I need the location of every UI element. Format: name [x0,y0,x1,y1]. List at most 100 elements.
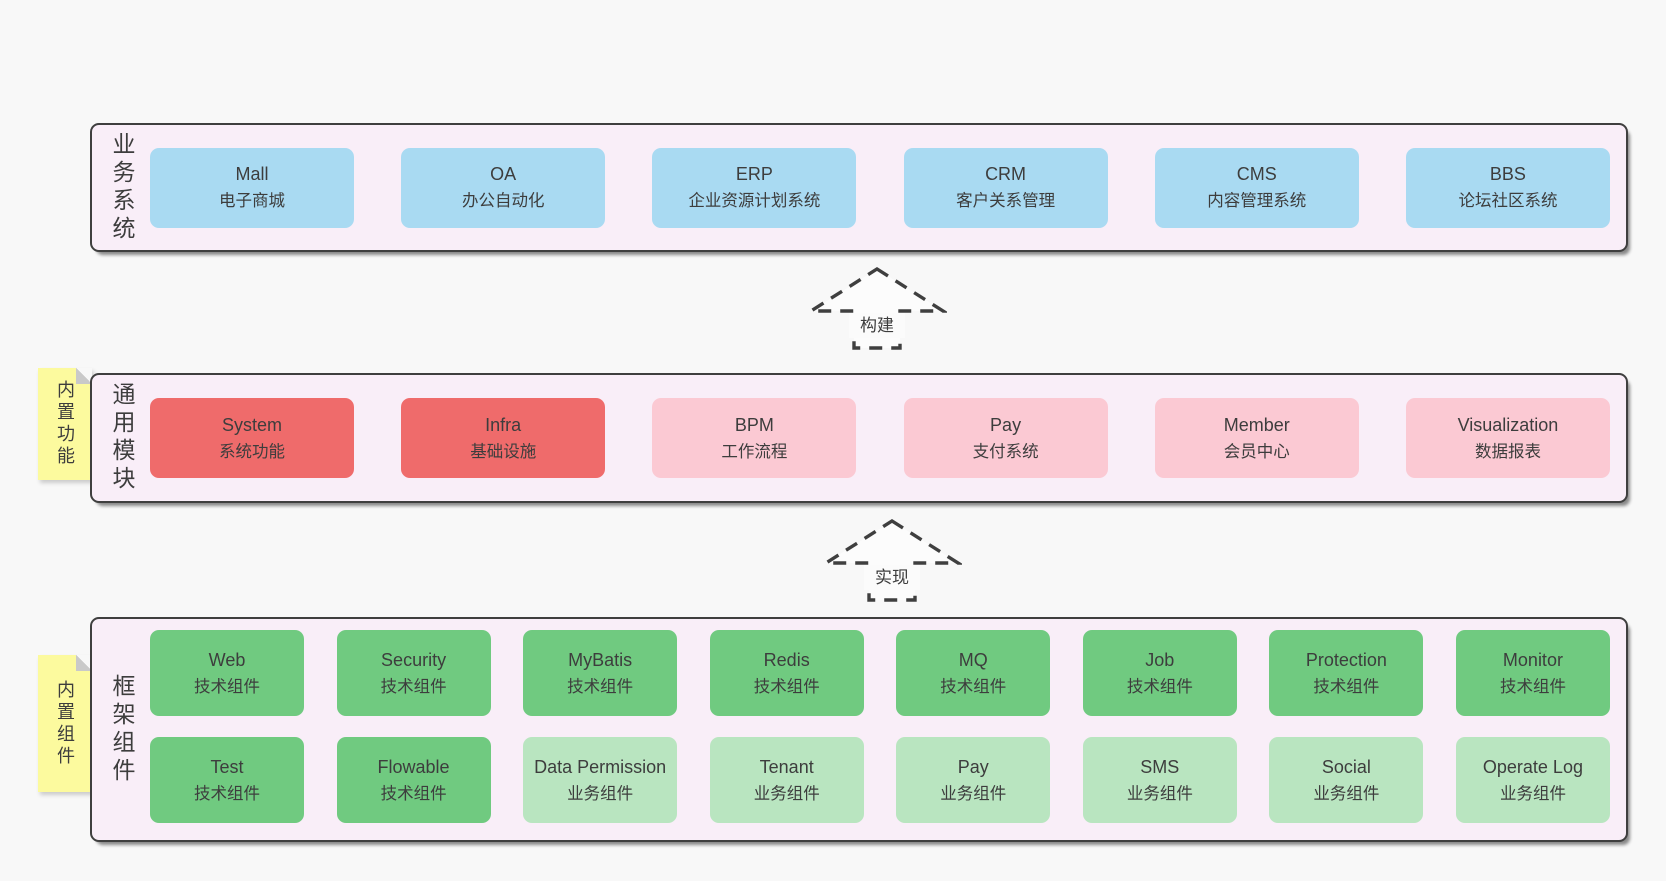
box-erp: ERP 企业资源计划系统 [652,147,857,228]
box-redis-name: Redis [763,649,810,670]
box-system: System 系统功能 [150,398,354,478]
box-operate-log-desc: 业务组件 [1499,784,1566,803]
box-member-desc: 会员中心 [1223,442,1290,461]
business-systems-panel: 业务系统 Mall 电子商城 OA 办公自动化 ERP 企业资源计划系统 CRM… [90,123,1628,252]
business-systems-row: Mall 电子商城 OA 办公自动化 ERP 企业资源计划系统 CRM 客户关系… [150,125,1610,250]
box-system-name: System [221,414,282,435]
box-mq: MQ 技术组件 [896,630,1051,716]
box-cms-desc: 内容管理系统 [1207,192,1307,210]
box-security-name: Security [381,649,447,670]
common-modules-panel: 通用模块 System 系统功能 Infra 基础设施 BPM 工作流程 Pay… [90,373,1628,503]
box-system-desc: 系统功能 [219,442,285,461]
box-bbs-name: BBS [1489,164,1526,184]
dashed-up-arrow-icon: 构建 [805,266,949,350]
implement-arrow-label: 实现 [875,568,909,587]
box-pay-component: Pay 业务组件 [896,737,1051,823]
box-oa: OA 办公自动化 [401,147,606,228]
box-infra: Infra 基础设施 [401,398,606,478]
box-pay-module-desc: 支付系统 [972,442,1039,461]
builtin-components-sticky: 内置组件 [38,655,92,792]
box-flowable-desc: 技术组件 [380,784,447,803]
box-visualization-name: Visualization [1457,414,1559,435]
box-visualization-desc: 数据报表 [1474,442,1541,461]
box-job-desc: 技术组件 [1126,677,1193,696]
build-arrow: 构建 [805,264,949,352]
box-mq-name: MQ [958,649,988,670]
box-test-desc: 技术组件 [194,784,260,803]
folded-corner-icon [76,368,92,384]
business-systems-label: 业务系统 [109,131,135,244]
box-mall: Mall 电子商城 [150,147,354,228]
box-member-name: Member [1223,414,1290,435]
box-erp-name: ERP [735,164,773,184]
box-cms: CMS 内容管理系统 [1154,147,1359,228]
box-protection-name: Protection [1305,649,1387,670]
framework-components-panel: 框架组件 Web 技术组件 Security 技术组件 MyBatis 技术组件… [90,617,1628,842]
box-member: Member 会员中心 [1154,398,1359,478]
framework-components-label: 框架组件 [109,673,135,786]
box-pay-module: Pay 支付系统 [903,398,1108,478]
box-mall-desc: 电子商城 [219,192,285,210]
box-bbs-desc: 论坛社区系统 [1458,192,1558,210]
box-operate-log-name: Operate Log [1482,756,1583,777]
folded-corner-icon [76,655,92,671]
box-bpm: BPM 工作流程 [652,398,857,478]
box-tenant: Tenant 业务组件 [709,737,864,823]
box-cms-name: CMS [1236,164,1277,184]
box-mybatis: MyBatis 技术组件 [523,630,678,716]
box-data-permission-name: Data Permission [534,756,667,777]
box-redis: Redis 技术组件 [709,630,864,716]
box-social-desc: 业务组件 [1313,784,1380,803]
framework-components-rows: Web 技术组件 Security 技术组件 MyBatis 技术组件 Redi… [150,630,1610,823]
box-sms: SMS 业务组件 [1082,737,1237,823]
builtin-components-label: 内置组件 [55,679,75,768]
box-protection-desc: 技术组件 [1313,677,1380,696]
box-flowable: Flowable 技术组件 [336,737,491,823]
box-job: Job 技术组件 [1082,630,1237,716]
box-monitor: Monitor 技术组件 [1455,630,1610,716]
box-tenant-desc: 业务组件 [753,784,820,803]
box-test-name: Test [210,756,244,777]
box-operate-log: Operate Log 业务组件 [1455,737,1610,823]
box-erp-desc: 企业资源计划系统 [688,192,821,210]
box-bbs: BBS 论坛社区系统 [1405,147,1610,228]
common-modules-label: 通用模块 [109,382,135,494]
box-web-desc: 技术组件 [194,677,260,696]
box-pay-module-name: Pay [990,414,1022,435]
box-sms-desc: 业务组件 [1126,784,1193,803]
biz-components-row: Test 技术组件 Flowable 技术组件 Data Permission … [150,737,1610,823]
box-visualization: Visualization 数据报表 [1405,398,1610,478]
box-mall-name: Mall [235,164,269,184]
box-crm-name: CRM [985,164,1027,184]
box-infra-name: Infra [485,414,522,435]
box-tenant-name: Tenant [759,756,814,777]
box-oa-name: OA [490,164,517,184]
box-social-name: Social [1321,756,1371,777]
box-sms-name: SMS [1140,756,1180,777]
box-monitor-desc: 技术组件 [1499,677,1566,696]
box-crm: CRM 客户关系管理 [903,147,1108,228]
tech-components-row: Web 技术组件 Security 技术组件 MyBatis 技术组件 Redi… [150,630,1610,716]
box-test: Test 技术组件 [150,737,304,823]
box-data-permission: Data Permission 业务组件 [523,737,678,823]
box-security-desc: 技术组件 [380,677,447,696]
box-mybatis-name: MyBatis [568,649,633,670]
box-protection: Protection 技术组件 [1269,630,1424,716]
box-pay-component-desc: 业务组件 [940,784,1007,803]
common-modules-row: System 系统功能 Infra 基础设施 BPM 工作流程 Pay 支付系统… [150,375,1610,501]
box-bpm-desc: 工作流程 [721,442,788,461]
box-mybatis-desc: 技术组件 [567,677,634,696]
box-security: Security 技术组件 [336,630,491,716]
build-arrow-label: 构建 [860,316,894,335]
box-redis-desc: 技术组件 [753,677,820,696]
box-oa-desc: 办公自动化 [461,192,545,210]
box-monitor-name: Monitor [1502,649,1563,670]
box-web: Web 技术组件 [150,630,304,716]
box-data-permission-desc: 业务组件 [567,784,634,803]
dashed-up-arrow-icon: 实现 [820,518,964,602]
box-infra-desc: 基础设施 [470,442,537,461]
box-social: Social 业务组件 [1269,737,1424,823]
box-web-name: Web [208,649,246,670]
builtin-features-sticky: 内置功能 [38,368,92,480]
